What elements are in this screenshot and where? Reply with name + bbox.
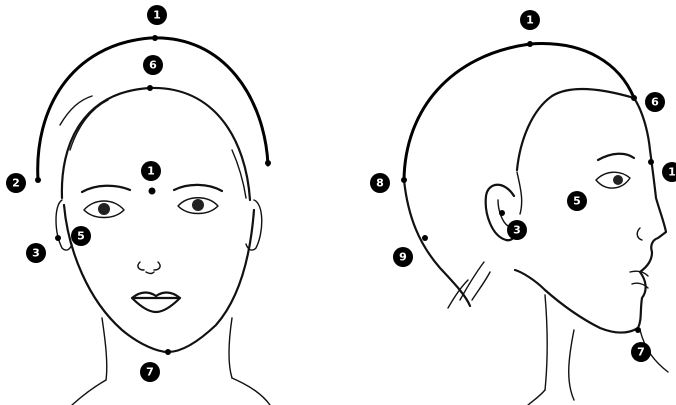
front-marker-1-forehead: 1	[141, 161, 161, 181]
side-marker-5-cheek: 5	[567, 191, 587, 211]
front-left-iris	[98, 203, 110, 215]
front-dot-temple-left	[35, 177, 41, 183]
front-dot-jaw	[55, 235, 61, 241]
front-dot-forehead	[149, 188, 156, 195]
side-dot-chin	[635, 327, 641, 333]
side-face-profile	[515, 98, 666, 333]
side-dot-ear	[499, 210, 505, 216]
side-back-hair	[404, 180, 470, 306]
front-dot-temple-right	[265, 160, 271, 166]
front-face-outline	[64, 205, 254, 352]
front-right-ear	[246, 200, 262, 250]
front-dot-top	[152, 35, 158, 41]
side-dot-top	[527, 41, 533, 47]
front-marker-7-chin: 7	[140, 362, 160, 382]
front-hair-strands	[60, 96, 246, 198]
front-nose	[138, 262, 160, 274]
front-marker-2-temple: 2	[6, 173, 26, 193]
side-dot-nape	[422, 235, 428, 241]
side-dot-back	[401, 177, 407, 183]
front-marker-1-top: 1	[147, 5, 167, 25]
svg-text:1: 1	[668, 166, 676, 179]
svg-text:1: 1	[147, 165, 155, 178]
front-marker-3-jaw: 3	[26, 243, 46, 263]
svg-text:2: 2	[12, 177, 20, 190]
svg-text:6: 6	[651, 96, 659, 109]
side-nostril	[637, 228, 642, 240]
front-dot-chin	[165, 349, 171, 355]
front-face-drawing	[35, 35, 271, 405]
side-marker-1-top: 1	[520, 10, 540, 30]
svg-text:9: 9	[399, 251, 407, 264]
side-dot-forehead	[648, 159, 654, 165]
svg-text:5: 5	[573, 195, 581, 208]
side-marker-1-forehead: 1	[662, 162, 676, 182]
side-dot-hairline	[631, 95, 637, 101]
front-left-eyebrow	[82, 186, 130, 192]
side-marker-6-hairline: 6	[645, 92, 665, 112]
front-marker-5-cheek: 5	[71, 226, 91, 246]
side-neck	[545, 295, 668, 390]
side-marker-8-back: 8	[370, 173, 390, 193]
side-marker-7-chin: 7	[631, 342, 651, 362]
front-right-eyebrow	[174, 185, 222, 191]
svg-text:3: 3	[513, 224, 521, 237]
side-eyebrow	[598, 154, 634, 160]
front-shoulders	[72, 378, 270, 405]
front-right-iris	[192, 199, 204, 211]
svg-text:3: 3	[32, 247, 40, 260]
side-eye	[596, 172, 630, 188]
front-marker-6-hairline: 6	[143, 55, 163, 75]
side-marker-9-nape: 9	[393, 247, 413, 267]
side-face-drawing	[401, 41, 668, 405]
svg-text:6: 6	[149, 59, 157, 72]
side-shoulder	[528, 330, 574, 405]
svg-text:8: 8	[376, 177, 384, 190]
svg-text:7: 7	[637, 346, 645, 359]
front-dot-hairline	[147, 85, 153, 91]
side-marker-3-ear: 3	[507, 220, 527, 240]
side-iris	[613, 175, 623, 185]
svg-text:1: 1	[526, 14, 534, 27]
svg-text:1: 1	[153, 9, 161, 22]
svg-text:7: 7	[146, 366, 154, 379]
side-hairline	[517, 89, 634, 170]
front-lips	[132, 293, 180, 313]
front-hairline	[62, 88, 250, 200]
svg-text:5: 5	[77, 230, 85, 243]
